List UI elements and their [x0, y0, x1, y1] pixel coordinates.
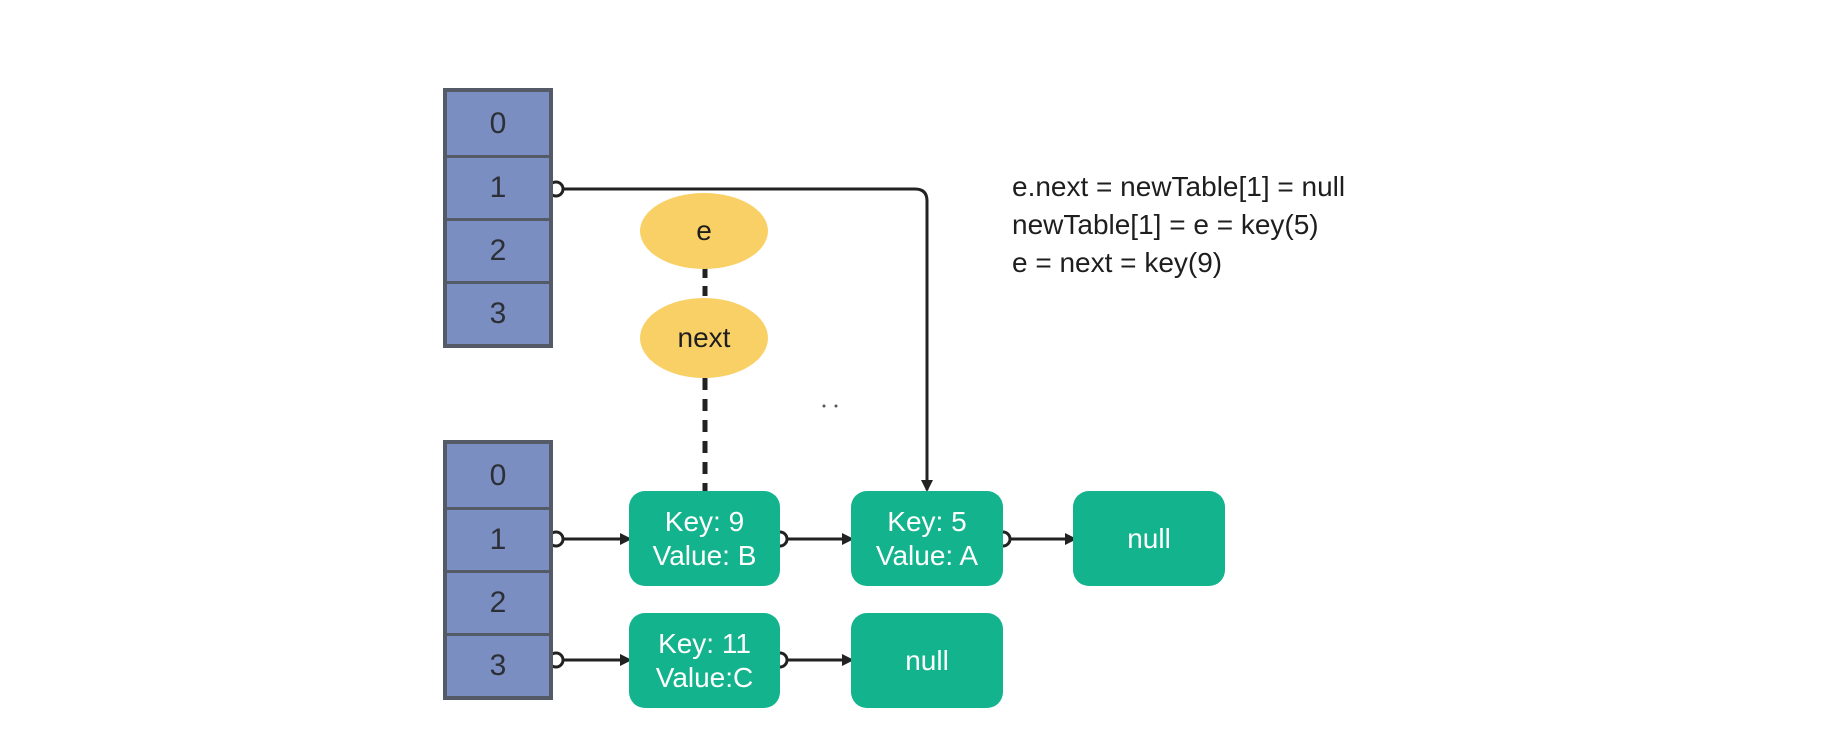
new-table-slot-3: 3	[447, 633, 549, 696]
speck-mark	[822, 404, 826, 408]
old-table: 0 1 2 3	[443, 88, 553, 348]
step-notes: e.next = newTable[1] = null newTable[1] …	[1012, 168, 1345, 282]
new-table-slot-2: 2	[447, 570, 549, 633]
note-line-3: e = next = key(9)	[1012, 247, 1223, 278]
entry-key-label: Key: 5	[887, 505, 967, 537]
entry-node-key11: Key: 11 Value:C	[629, 613, 780, 708]
entry-node-key9: Key: 9 Value: B	[629, 491, 780, 586]
old-table-slot-2: 2	[447, 218, 549, 281]
null-node-row3: null	[851, 613, 1003, 708]
new-table-slot-0: 0	[489, 458, 507, 492]
new-table: 0 1 2 3	[443, 440, 553, 700]
arrow-old-slot1-to-key5	[556, 187, 933, 492]
entry-key-label: Key: 11	[658, 627, 751, 659]
entry-value-label: Value: B	[652, 539, 757, 571]
entry-node-key5: Key: 5 Value: A	[851, 491, 1003, 586]
speck-mark	[834, 404, 838, 408]
old-table-slot-3: 3	[447, 281, 549, 344]
new-table-slot-1: 1	[447, 507, 549, 570]
null-label: null	[905, 644, 949, 676]
pointer-e: e	[640, 193, 768, 269]
null-label: null	[1127, 522, 1171, 554]
entry-value-label: Value:C	[655, 661, 754, 693]
note-line-1: e.next = newTable[1] = null	[1012, 171, 1346, 202]
entry-key-label: Key: 9	[664, 505, 745, 537]
pointer-next: next	[640, 298, 768, 378]
old-table-slot-0: 0	[489, 106, 507, 140]
null-node-row1: null	[1073, 491, 1225, 586]
entry-value-label: Value: A	[875, 539, 979, 571]
old-table-slot-1: 1	[447, 155, 549, 218]
note-line-2: newTable[1] = e = key(5)	[1012, 209, 1319, 240]
